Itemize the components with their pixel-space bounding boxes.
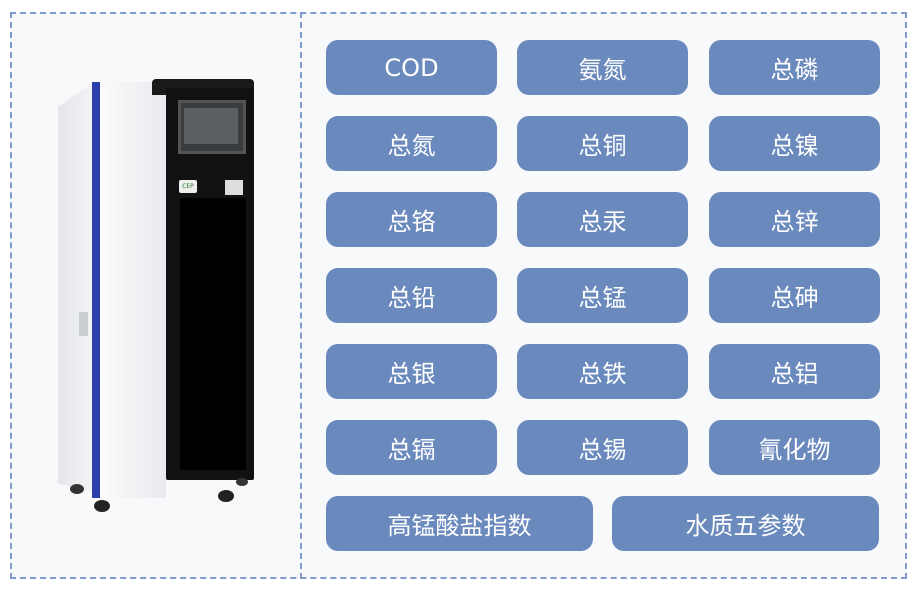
parameter-button[interactable]: 总汞 bbox=[517, 192, 688, 247]
parameter-button[interactable]: 总铝 bbox=[709, 344, 880, 399]
parameter-button[interactable]: 总镉 bbox=[326, 420, 497, 475]
parameter-button[interactable]: 总铜 bbox=[517, 116, 688, 171]
divider bbox=[300, 12, 302, 579]
parameter-button-wide[interactable]: 高锰酸盐指数 bbox=[326, 496, 593, 551]
parameter-button[interactable]: 总锰 bbox=[517, 268, 688, 323]
parameter-button[interactable]: COD bbox=[326, 40, 497, 95]
parameter-button[interactable]: 总铅 bbox=[326, 268, 497, 323]
parameter-button[interactable]: 总磷 bbox=[709, 40, 880, 95]
parameter-button[interactable]: 总银 bbox=[326, 344, 497, 399]
parameter-button-wide[interactable]: 水质五参数 bbox=[612, 496, 879, 551]
parameter-button[interactable]: 氰化物 bbox=[709, 420, 880, 475]
cep-logo: CEP bbox=[179, 180, 197, 193]
parameter-button[interactable]: 氨氮 bbox=[517, 40, 688, 95]
parameter-button[interactable]: 总锌 bbox=[709, 192, 880, 247]
parameter-button[interactable]: 总砷 bbox=[709, 268, 880, 323]
parameter-button[interactable]: 总氮 bbox=[326, 116, 497, 171]
parameter-button[interactable]: 总镍 bbox=[709, 116, 880, 171]
parameter-button[interactable]: 总铁 bbox=[517, 344, 688, 399]
parameter-button[interactable]: 总锡 bbox=[517, 420, 688, 475]
parameter-button[interactable]: 总铬 bbox=[326, 192, 497, 247]
